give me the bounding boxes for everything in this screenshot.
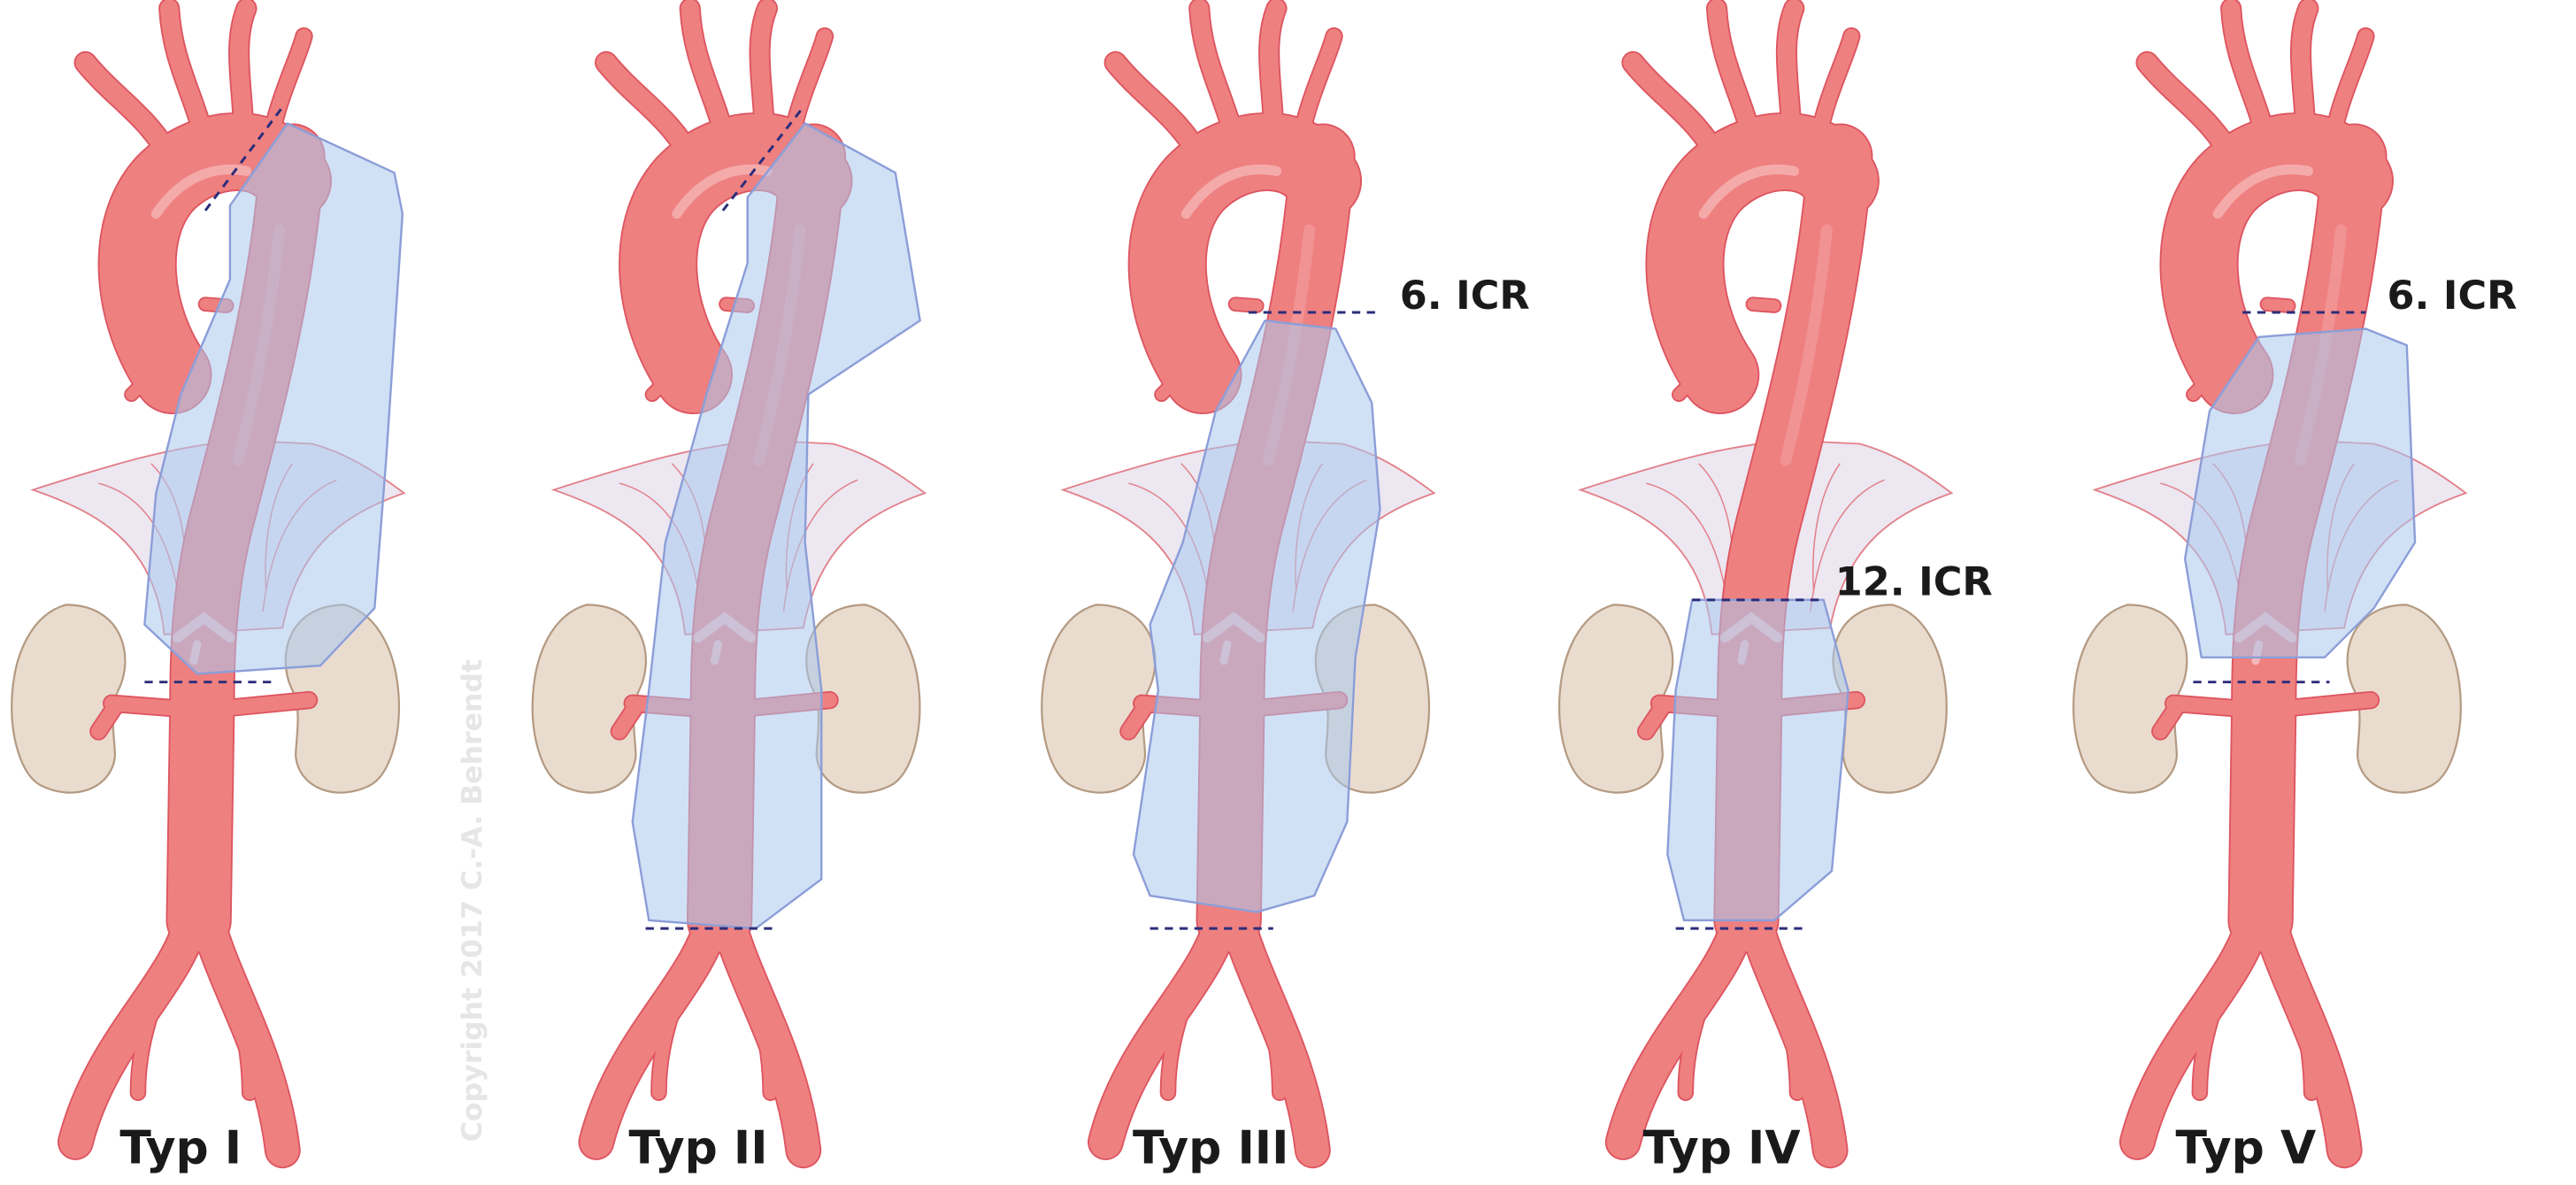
aneurysm-type-panel: Typ I [12, 9, 404, 1175]
copyright-watermark: Copyright 2017 C.-A. Behrendt [457, 659, 488, 1142]
type-label: Typ IV [1643, 1122, 1801, 1175]
aneurysm-type-panel: 6. ICR Typ V [2073, 9, 2518, 1175]
level-label: 6. ICR [2388, 273, 2518, 319]
aneurysm-extent [631, 122, 921, 930]
level-label: 6. ICR [1400, 273, 1530, 319]
aneurysm-type-panel: 6. ICR Typ III [1042, 9, 1530, 1175]
level-label: 12. ICR [1835, 558, 1993, 604]
aneurysm-extent [1666, 598, 1849, 922]
type-label: Typ I [119, 1122, 242, 1175]
type-label: Typ II [628, 1122, 767, 1175]
aneurysm-extent [143, 122, 404, 675]
aneurysm-type-panel: Typ II [533, 9, 925, 1175]
aneurysm-extent [1132, 319, 1381, 913]
level-dashed-line [721, 105, 805, 212]
type-label: Typ III [1133, 1122, 1288, 1175]
level-dashed-line [204, 106, 284, 212]
aneurysm-extent [2183, 327, 2417, 659]
type-label: Typ V [2176, 1122, 2317, 1175]
aneurysm-type-panel: 12. ICR Typ IV [1559, 9, 1993, 1175]
